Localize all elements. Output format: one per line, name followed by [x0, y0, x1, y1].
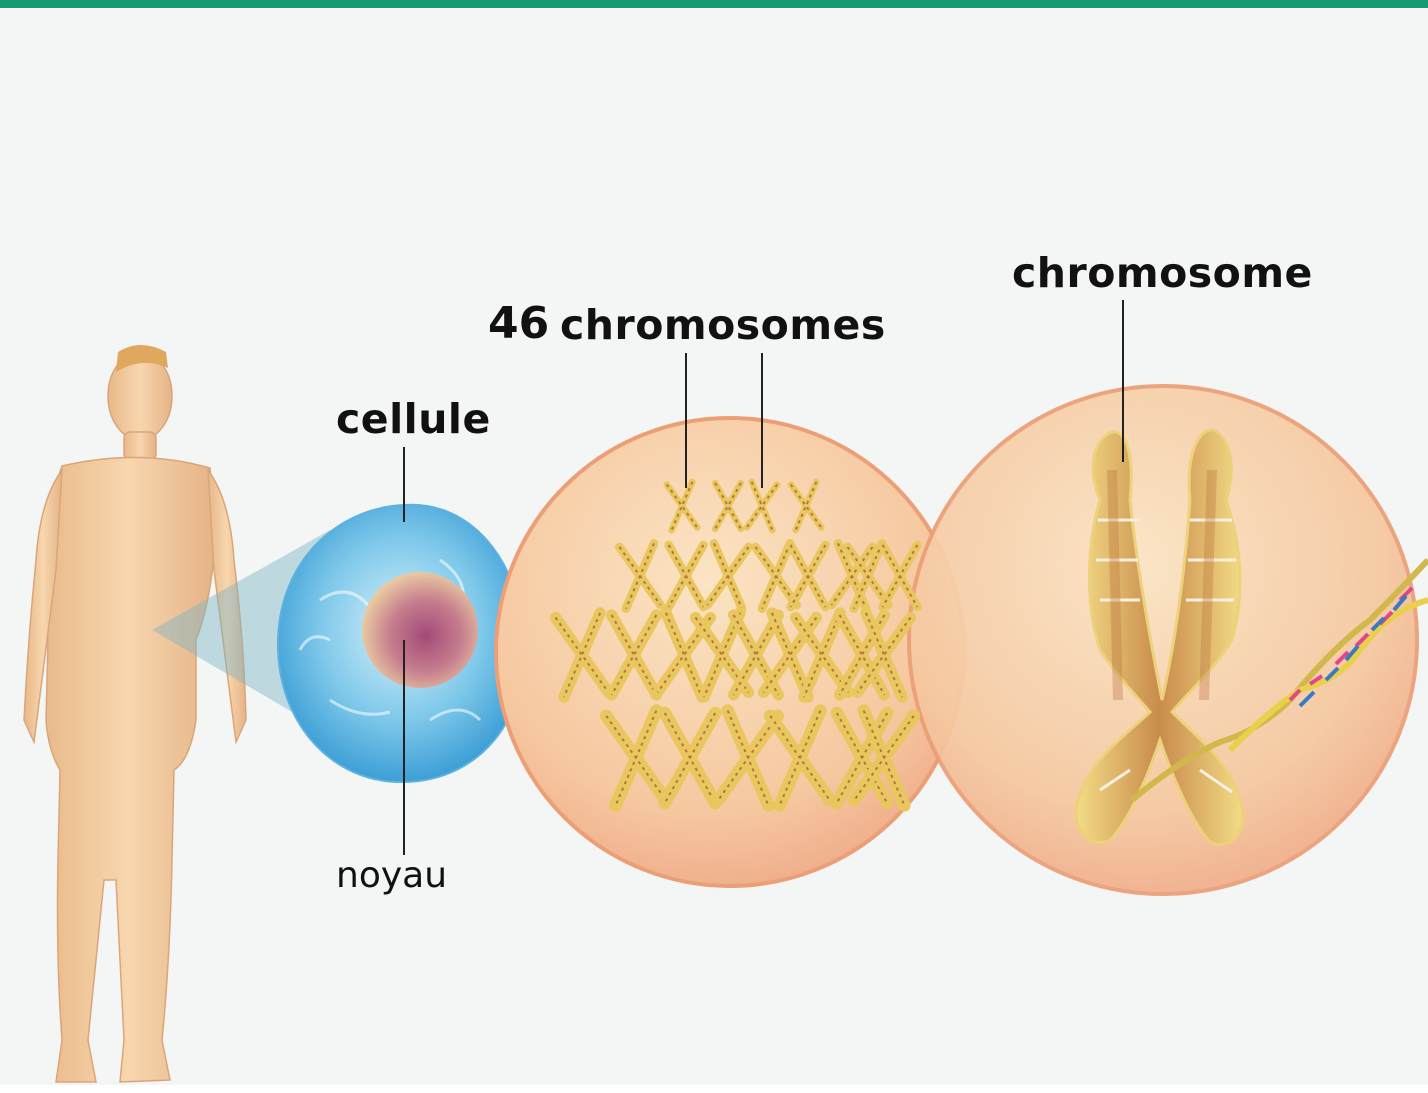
- single-chromosome-circle: [909, 386, 1417, 894]
- human-figure-icon: [24, 345, 246, 1082]
- chromosome-label: chromosome: [1012, 253, 1313, 294]
- chromosome-set-circle: [496, 418, 964, 886]
- nucleus-icon: [362, 572, 478, 688]
- noyau-label: noyau: [336, 858, 447, 894]
- cellule-label: cellule: [336, 399, 491, 440]
- chromosomes-label: chromosomes: [560, 305, 886, 346]
- chromosome-count-label: 46: [488, 302, 549, 346]
- bottom-strip: [0, 1085, 1428, 1093]
